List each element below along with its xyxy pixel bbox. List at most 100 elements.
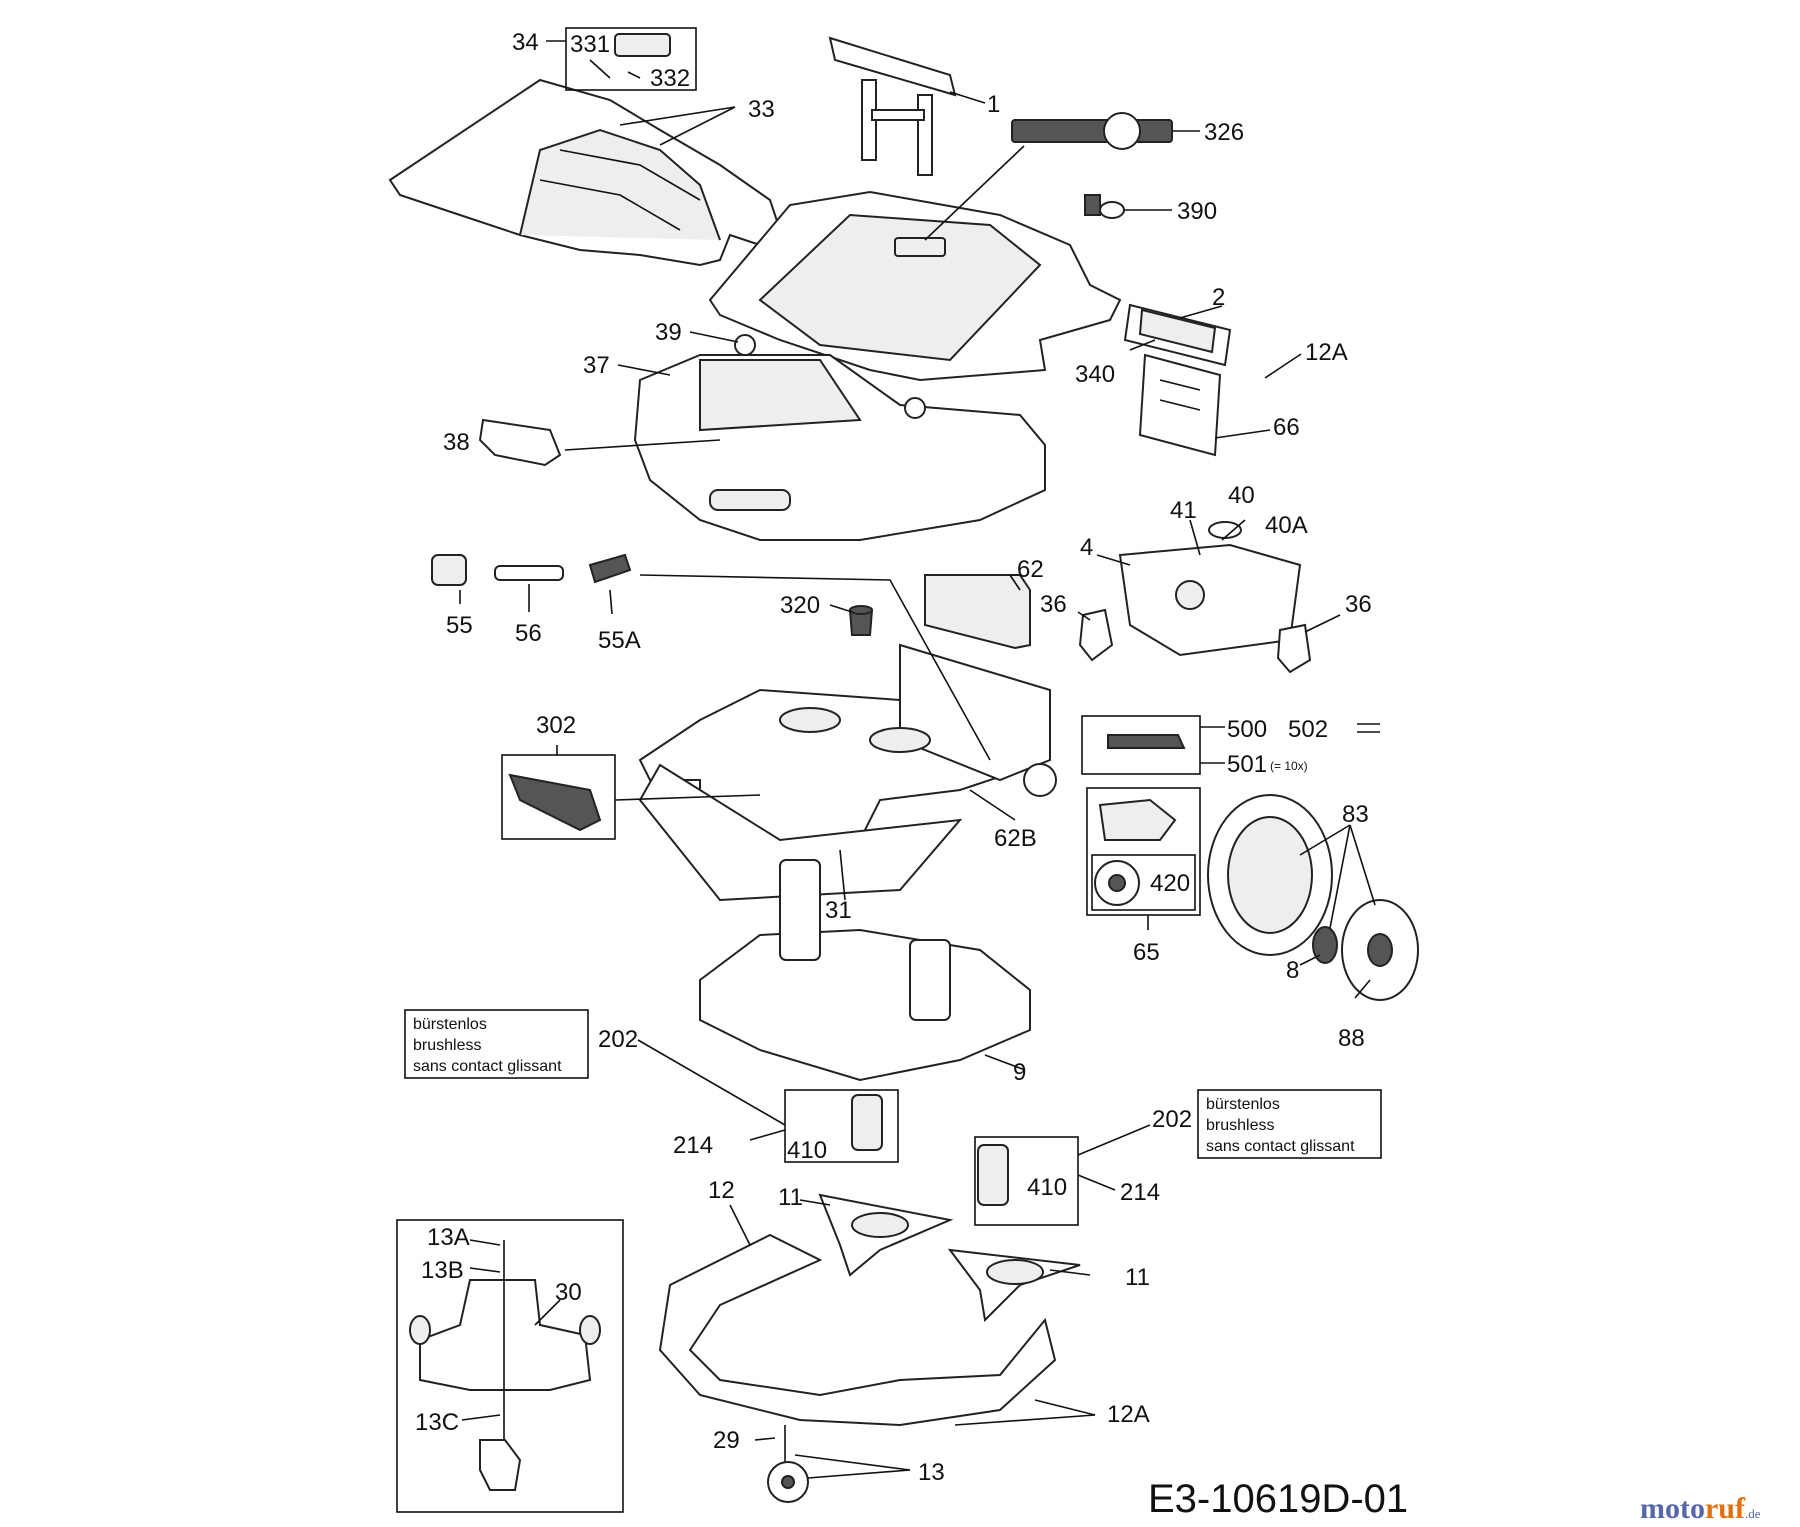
pin-frame-500 xyxy=(1081,715,1201,775)
label-8: 8 xyxy=(1286,957,1299,984)
label-strip-part xyxy=(1011,112,1173,150)
parts-frame-34 xyxy=(565,27,697,91)
brushless-fr-text: sans contact glissant xyxy=(413,1058,562,1075)
logo-suffix: .de xyxy=(1745,1506,1761,1521)
label-11-left: 11 xyxy=(778,1184,803,1211)
bracket-frame-302 xyxy=(501,754,616,840)
label-410-left: 410 xyxy=(787,1137,827,1164)
label-30: 30 xyxy=(555,1279,582,1306)
clip-left-part xyxy=(1078,608,1114,662)
label-11-right: 11 xyxy=(1125,1264,1150,1291)
motor-frame-65 xyxy=(1086,787,1201,916)
wheel-hub-part xyxy=(1312,926,1338,964)
brushless-note-box-right: bürstenlos brushless sans contact glissa… xyxy=(1197,1089,1382,1159)
brushless-de-text: bürstenlos xyxy=(413,1016,487,1033)
blade-motor-frame-right xyxy=(974,1136,1079,1226)
spring-pins-part xyxy=(1357,723,1380,733)
label-33: 33 xyxy=(748,96,775,123)
brushless-en-text: brushless xyxy=(1206,1117,1274,1134)
label-13C: 13C xyxy=(415,1409,459,1436)
battery-box-part xyxy=(1118,521,1302,657)
leader-lines xyxy=(459,40,1376,1479)
label-36-left: 36 xyxy=(1040,591,1067,618)
label-qty-note: (= 10x) xyxy=(1270,759,1308,773)
display-module-part xyxy=(1123,303,1232,367)
label-214-left: 214 xyxy=(673,1132,713,1159)
label-40: 40 xyxy=(1228,482,1255,509)
label-41: 41 xyxy=(1170,497,1197,524)
label-420: 420 xyxy=(1150,870,1190,897)
part-labels: 34 331 332 1 33 326 390 2 39 37 12A 340 … xyxy=(415,29,1372,1486)
circuit-board-part xyxy=(1138,353,1222,457)
brushless-fr-text: sans contact glissant xyxy=(1206,1138,1355,1155)
label-36-right: 36 xyxy=(1345,591,1372,618)
height-adjust-frame xyxy=(396,1219,624,1513)
label-13: 13 xyxy=(918,1459,945,1486)
blade-disc-left-part xyxy=(818,1193,954,1277)
label-340: 340 xyxy=(1075,361,1115,388)
fuse-holder-part xyxy=(431,554,467,586)
label-39: 39 xyxy=(655,319,682,346)
label-13B: 13B xyxy=(421,1257,464,1284)
brushless-de-text: bürstenlos xyxy=(1206,1096,1280,1113)
label-500: 500 xyxy=(1227,716,1267,743)
clip-right-part xyxy=(1276,623,1312,674)
logo-text-a: moto xyxy=(1640,1492,1705,1525)
top-cover-part xyxy=(708,190,1122,382)
drawing-number: E3-10619D-01 xyxy=(1148,1477,1408,1521)
label-12: 12 xyxy=(708,1177,735,1204)
blade-disc-right-part xyxy=(947,1248,1081,1323)
label-40A: 40A xyxy=(1265,512,1308,539)
label-1: 1 xyxy=(987,91,1000,118)
label-56: 56 xyxy=(515,620,542,647)
knob-part xyxy=(1084,194,1125,219)
front-wheel-part xyxy=(767,1425,809,1503)
connector-part xyxy=(588,553,632,584)
label-501: 501 xyxy=(1227,751,1267,778)
rubber-plug-part xyxy=(848,605,874,636)
label-88: 88 xyxy=(1338,1025,1365,1052)
label-83: 83 xyxy=(1342,801,1369,828)
label-38: 38 xyxy=(443,429,470,456)
fuse-part xyxy=(494,565,564,581)
svg-text:motoruf.de: motoruf.de xyxy=(1640,1492,1761,1525)
label-37: 37 xyxy=(583,352,610,379)
label-326: 326 xyxy=(1204,119,1244,146)
label-390: 390 xyxy=(1177,198,1217,225)
label-410-right: 410 xyxy=(1027,1174,1067,1201)
body-shell-part xyxy=(633,334,1046,541)
label-302: 302 xyxy=(536,712,576,739)
brushless-en-text: brushless xyxy=(413,1037,481,1054)
brushless-note-box-left: bürstenlos brushless sans contact glissa… xyxy=(404,1009,589,1079)
label-66: 66 xyxy=(1273,414,1300,441)
label-202-left: 202 xyxy=(598,1026,638,1053)
label-34: 34 xyxy=(512,29,539,56)
label-55: 55 xyxy=(446,612,473,639)
label-62B: 62B xyxy=(994,825,1037,852)
label-214-right: 214 xyxy=(1120,1179,1160,1206)
label-55A: 55A xyxy=(598,627,641,654)
label-4: 4 xyxy=(1080,534,1093,561)
switch-cap-part xyxy=(478,418,562,467)
drive-wheel-part xyxy=(1207,794,1333,956)
wheel-cap-part xyxy=(1341,899,1419,1001)
battery-part xyxy=(924,574,1031,650)
label-12A-bottom: 12A xyxy=(1107,1401,1150,1428)
label-12A-top: 12A xyxy=(1305,339,1348,366)
label-331: 331 xyxy=(570,31,610,58)
label-202-right: 202 xyxy=(1152,1106,1192,1133)
label-65: 65 xyxy=(1133,939,1160,966)
blade-motor-frame-left xyxy=(784,1089,899,1163)
chassis-part xyxy=(638,643,1057,902)
carry-handle-part xyxy=(828,36,957,176)
label-502: 502 xyxy=(1288,716,1328,743)
logo-text-b: ruf xyxy=(1705,1492,1746,1525)
label-332: 332 xyxy=(650,65,690,92)
label-2: 2 xyxy=(1212,284,1225,311)
label-13A: 13A xyxy=(427,1224,470,1251)
label-29: 29 xyxy=(713,1427,740,1454)
skirt-part xyxy=(658,1233,1057,1427)
label-9: 9 xyxy=(1013,1059,1026,1086)
label-320: 320 xyxy=(780,592,820,619)
